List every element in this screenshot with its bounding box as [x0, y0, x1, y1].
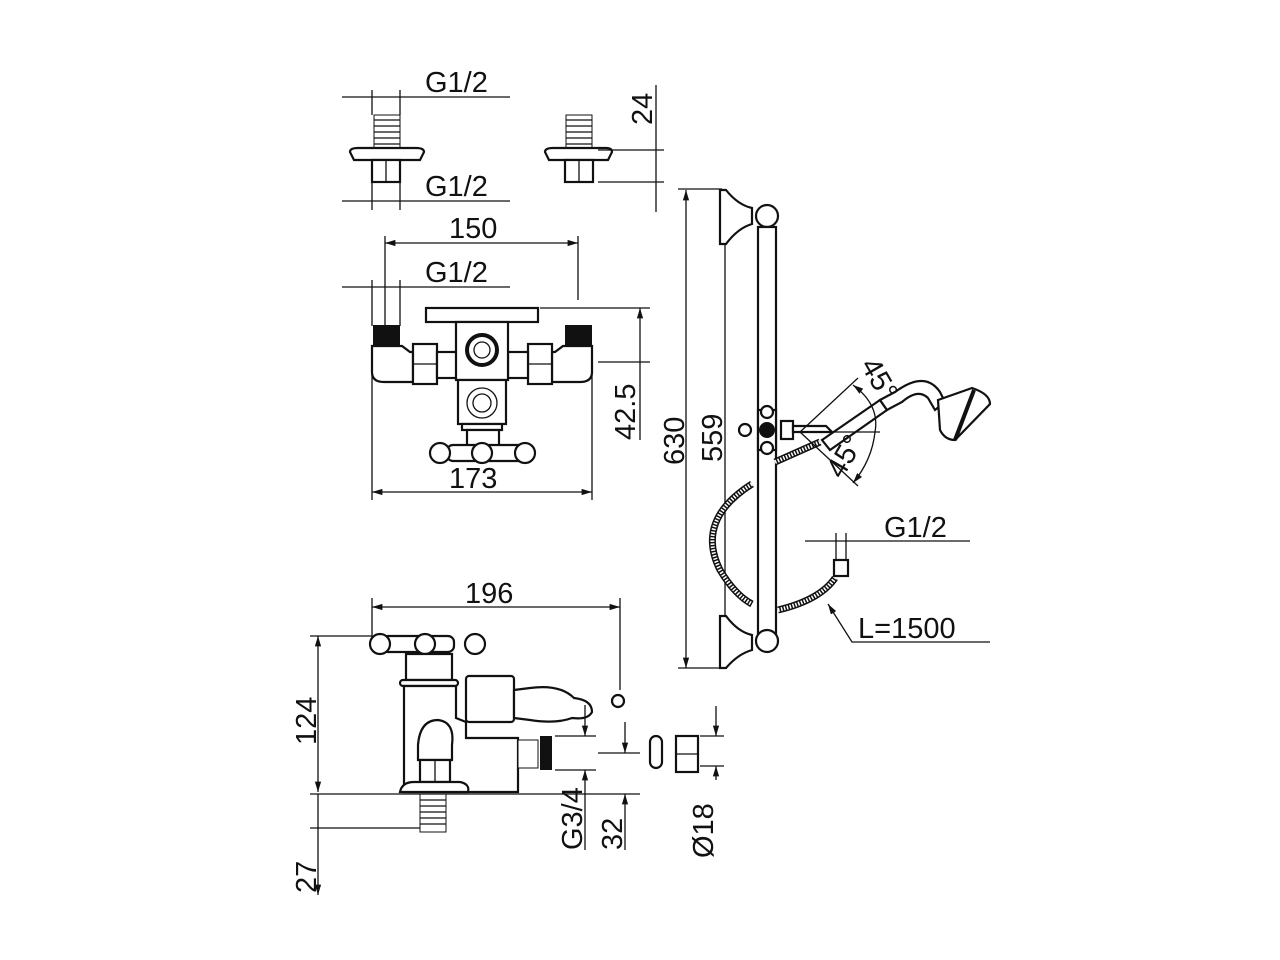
dimension-label: Ø18 [688, 803, 720, 858]
dimension-diameter-18: Ø18 [688, 706, 724, 858]
dimension-label: G1/2 [884, 512, 947, 544]
dimension-label: 196 [465, 578, 513, 610]
dimension-thread-top: G1/2 [342, 67, 510, 115]
dimension-label: 42.5 [610, 384, 642, 440]
outlet-fittings [648, 734, 700, 774]
dimension-depth-24: 24 [598, 85, 664, 212]
dimension-label: 173 [449, 463, 497, 495]
dimension-length-196: 196 [371, 578, 621, 690]
dimension-label: 32 [597, 818, 629, 850]
wall-connector-side [543, 114, 614, 184]
dimension-label: 150 [449, 213, 497, 245]
dimension-outlet-height-32: 32 [520, 722, 640, 850]
shower-hose [708, 481, 850, 614]
dimension-depth-42-5: 42.5 [540, 307, 650, 440]
dimension-shank-27: 27 [291, 794, 420, 895]
dimension-label: 27 [291, 861, 323, 893]
depth-label: 24 [627, 93, 659, 125]
dimension-outlet-thread: G3/4 [555, 705, 596, 850]
dimension-label: 124 [291, 697, 323, 745]
dimension-width-173: 173 [371, 372, 593, 500]
wall-connector-front [348, 114, 426, 184]
shower-slider [737, 404, 835, 456]
wall-mixer-body [370, 306, 594, 465]
dimension-label: G1/2 [425, 257, 488, 289]
thread-label: G1/2 [425, 67, 488, 99]
dimension-label: L=1500 [858, 613, 956, 645]
dimension-label: 630 [659, 417, 691, 465]
dimension-total-630: 630 [659, 188, 722, 669]
dimension-thread-bottom: G1/2 [342, 171, 510, 210]
deck-mixer-body [368, 632, 626, 833]
dimension-label: G3/4 [557, 787, 589, 850]
dimension-span-559: 559 [697, 218, 729, 640]
hose-length-leader: L=1500 [827, 603, 990, 645]
dimension-height-124: 124 [291, 635, 520, 795]
dimension-hose-thread: G1/2 [805, 512, 970, 560]
dimension-inlet-thread: G1/2 [342, 257, 510, 326]
dimension-centers-150: 150 [384, 213, 579, 330]
dimension-label: 559 [697, 414, 729, 462]
thread-label: G1/2 [425, 171, 488, 203]
